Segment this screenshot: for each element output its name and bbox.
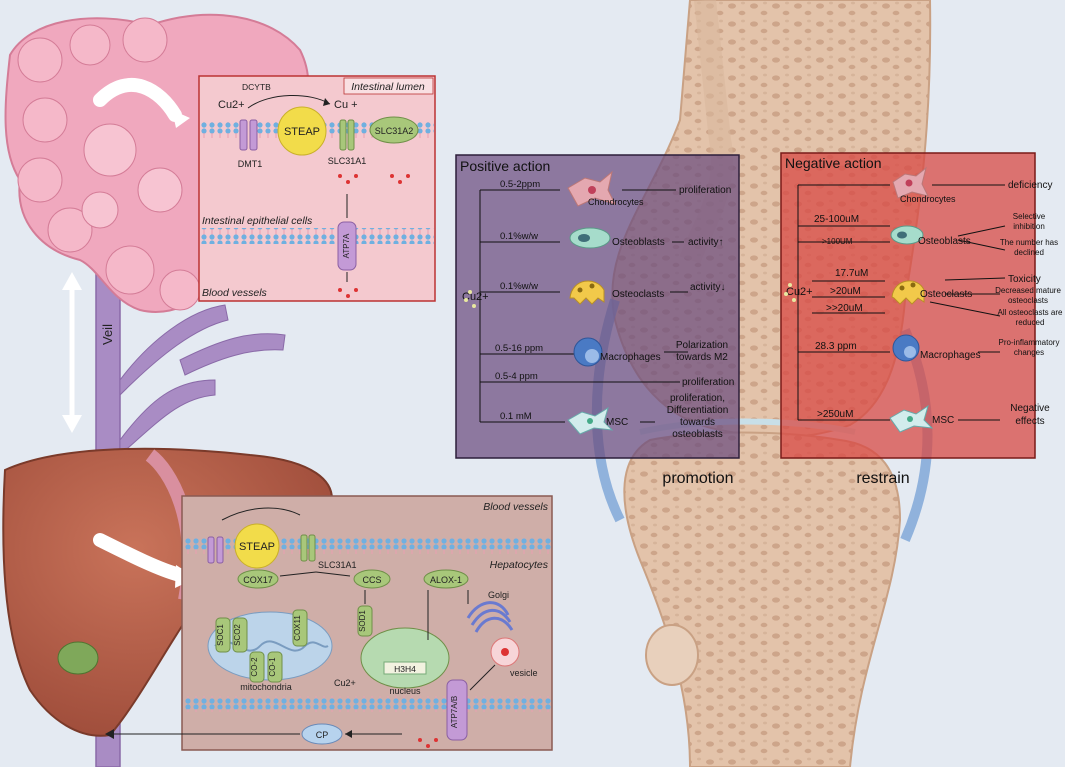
negative-effect-5-wrap: All osteoclasts are reduced: [997, 308, 1063, 327]
negative-effect-5: All osteoclasts are reduced: [997, 308, 1063, 327]
negative-cell-4: MSC: [932, 415, 954, 426]
liver-cu2-label: Cu2+: [334, 678, 356, 688]
positive-dose-3: 0.5-16 ppm: [495, 343, 543, 354]
positive-action-panel: Positive action Cu2+ 0.5-2ppm 0.1%w/w 0.…: [455, 154, 740, 459]
negative-title: Negative action: [785, 155, 882, 171]
positive-effect-5: proliferation, Differentiation towards o…: [666, 393, 729, 440]
ccs-label: CCS: [362, 575, 381, 585]
negative-effect-0: deficiency: [1008, 180, 1052, 191]
co1-label: CO-1: [268, 657, 277, 677]
negative-cell-1: Osteoblasts: [918, 236, 971, 247]
nucleus-label: nucleus: [389, 686, 421, 696]
positive-cell-3: Macrophages: [600, 352, 661, 363]
negative-effect-1: Selective inhibition: [1012, 212, 1046, 231]
negative-dose-3: >20uM: [830, 286, 861, 297]
negative-effect-6: Pro-inflammatory changes: [998, 338, 1060, 357]
liver-blood-label: Blood vessels: [483, 501, 549, 513]
negative-cell-3: Macrophages: [920, 350, 981, 361]
positive-cell-1: Osteoblasts: [612, 237, 665, 248]
positive-dose-0: 0.5-2ppm: [500, 179, 540, 190]
golgi-label: Golgi: [488, 590, 509, 600]
positive-dose-4: 0.5-4 ppm: [495, 371, 538, 382]
liver-steap-label: STEAP: [239, 541, 275, 553]
dmt1-label: DMT1: [238, 159, 263, 169]
positive-cell-2: Osteoclasts: [612, 289, 664, 300]
positive-dose-2: 0.1%w/w: [500, 281, 538, 292]
negative-dose-0: 25-100uM: [814, 214, 859, 225]
cox17-label: COX17: [243, 575, 273, 585]
cu1-label: Cu +: [334, 99, 358, 111]
positive-effect-4: proliferation: [682, 377, 734, 388]
negative-effect-4-wrap: Decreased mature osteoclasts: [995, 286, 1061, 305]
positive-dose-1: 0.1%w/w: [500, 231, 538, 242]
dcytb-label: DCYTB: [242, 82, 271, 92]
cox11-label: COX11: [293, 615, 302, 641]
negative-dose-4: >>20uM: [826, 303, 863, 314]
positive-effect-5-wrap: proliferation, Differentiation towards o…: [666, 393, 729, 440]
cu2-label: Cu2+: [218, 99, 245, 111]
positive-cu-label: Cu2+: [462, 291, 489, 303]
positive-effect-2: activity↓: [690, 282, 726, 293]
intestinal-lumen-label: Intestinal lumen: [351, 81, 425, 93]
slc31a2-label: SLC31A2: [375, 126, 414, 136]
positive-effect-3-wrap: Polarization towards M2: [675, 340, 729, 363]
positive-title: Positive action: [460, 158, 550, 174]
intestinal-epithelial-label: Intestinal epithelial cells: [202, 215, 313, 227]
negative-action-panel: Negative action Cu2+ 25-100uM >100UM 17.…: [780, 152, 1063, 459]
cp-export-arrow-head: [105, 729, 114, 739]
intestinal-blood-label: Blood vessels: [202, 287, 268, 299]
alox1-label: ALOX-1: [430, 575, 462, 585]
co2-label: CO-2: [250, 657, 259, 677]
negative-dose-5: 28.3 ppm: [815, 341, 857, 352]
negative-effect-1-wrap: Selective inhibition: [1012, 212, 1046, 231]
vein-label: Veil: [100, 324, 115, 345]
soc1-label: SOC1: [216, 624, 225, 646]
positive-dose-5: 0.1 mM: [500, 411, 532, 422]
negative-cu-label: Cu2+: [786, 286, 813, 298]
intestinal-panel: Intestinal lumen Intestinal epithelial c…: [198, 75, 436, 302]
negative-effect-7-wrap: Negative effects: [1010, 403, 1050, 427]
negative-effect-2: The number has declined: [999, 238, 1059, 257]
slc31a1-label: SLC31A1: [328, 156, 367, 166]
steap-label: STEAP: [284, 126, 320, 138]
hepatocytes-label: Hepatocytes: [490, 559, 549, 571]
positive-cell-5: MSC: [606, 417, 628, 428]
restrain-label: restrain: [856, 470, 909, 487]
mitochondria-label: mitochondria: [240, 682, 292, 692]
sco2-label: SCO2: [233, 624, 242, 646]
positive-effect-1: activity↑: [688, 237, 724, 248]
negative-effect-2-wrap: The number has declined: [999, 238, 1059, 257]
positive-cell-0: Chondrocytes: [588, 197, 644, 207]
vesicle-label: vesicle: [510, 668, 538, 678]
atp7ab-label: ATP7A/B: [450, 696, 459, 728]
negative-effect-4: Decreased mature osteoclasts: [995, 286, 1061, 305]
negative-cell-0: Chondrocytes: [900, 194, 956, 204]
promotion-label: promotion: [662, 470, 733, 487]
negative-effect-3: Toxicity: [1008, 274, 1041, 285]
liver-slc31a1-label: SLC31A1: [318, 560, 357, 570]
negative-effect-6-wrap: Pro-inflammatory changes: [998, 338, 1060, 357]
atp7a-label: ATP7A: [342, 233, 351, 258]
positive-effect-3: Polarization towards M2: [675, 340, 729, 363]
negative-dose-1: >100UM: [822, 237, 853, 246]
cp-label: CP: [316, 730, 329, 740]
negative-dose-2: 17.7uM: [835, 268, 868, 279]
hepatocyte-panel: Blood vessels Hepatocytes STEAP SLC31A1 …: [181, 495, 553, 751]
double-arrow: [62, 272, 82, 433]
sod1-label: SOD1: [358, 610, 367, 632]
negative-effect-7: Negative effects: [1010, 403, 1050, 427]
negative-dose-6: >250uM: [817, 409, 853, 420]
h3h4-label: H3H4: [394, 664, 416, 674]
positive-effect-0: proliferation: [679, 185, 731, 196]
